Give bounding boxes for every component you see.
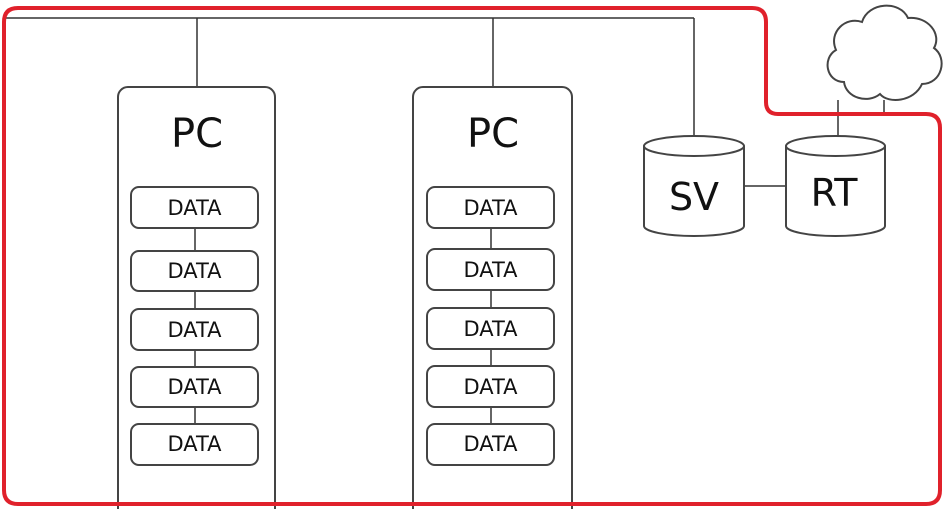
data-block xyxy=(130,423,259,466)
data-block-label: DATA xyxy=(463,196,518,220)
router-drum-top xyxy=(785,135,886,157)
data-block-label: DATA xyxy=(167,259,222,283)
network-bus xyxy=(4,17,885,187)
data-block-label: DATA xyxy=(167,375,222,399)
router-drum-body xyxy=(785,146,886,237)
data-block xyxy=(130,366,259,408)
pc-1-title: PC xyxy=(171,111,223,157)
router-database: RT xyxy=(785,135,886,237)
router-label: RT xyxy=(811,171,859,215)
data-block xyxy=(130,308,259,351)
pc-2: PC DATA DATA DATA DATA DATA xyxy=(412,86,573,509)
data-block-label: DATA xyxy=(463,375,518,399)
data-block-label: DATA xyxy=(463,258,518,282)
pc-2-title: PC xyxy=(467,111,519,157)
server-drum-top xyxy=(643,135,745,157)
data-block xyxy=(130,186,259,229)
data-block xyxy=(426,365,555,408)
data-block xyxy=(426,186,555,229)
data-block xyxy=(426,248,555,291)
server-label: SV xyxy=(669,175,719,219)
data-block-label: DATA xyxy=(463,317,518,341)
pc-1: PC DATA DATA DATA DATA DATA xyxy=(117,86,276,509)
server-database: SV xyxy=(643,135,745,237)
data-block-label: DATA xyxy=(167,432,222,456)
network-boundary xyxy=(2,6,942,506)
data-block-label: DATA xyxy=(167,318,222,342)
pc-2-data-list: DATA DATA DATA DATA DATA xyxy=(426,186,555,466)
data-block xyxy=(426,423,555,466)
data-block xyxy=(426,307,555,350)
cloud-icon xyxy=(826,4,943,101)
pc-1-data-list: DATA DATA DATA DATA DATA xyxy=(130,186,259,466)
data-block xyxy=(130,250,259,292)
data-block-label: DATA xyxy=(167,196,222,220)
data-block-label: DATA xyxy=(463,432,518,456)
server-drum-body xyxy=(643,146,745,237)
